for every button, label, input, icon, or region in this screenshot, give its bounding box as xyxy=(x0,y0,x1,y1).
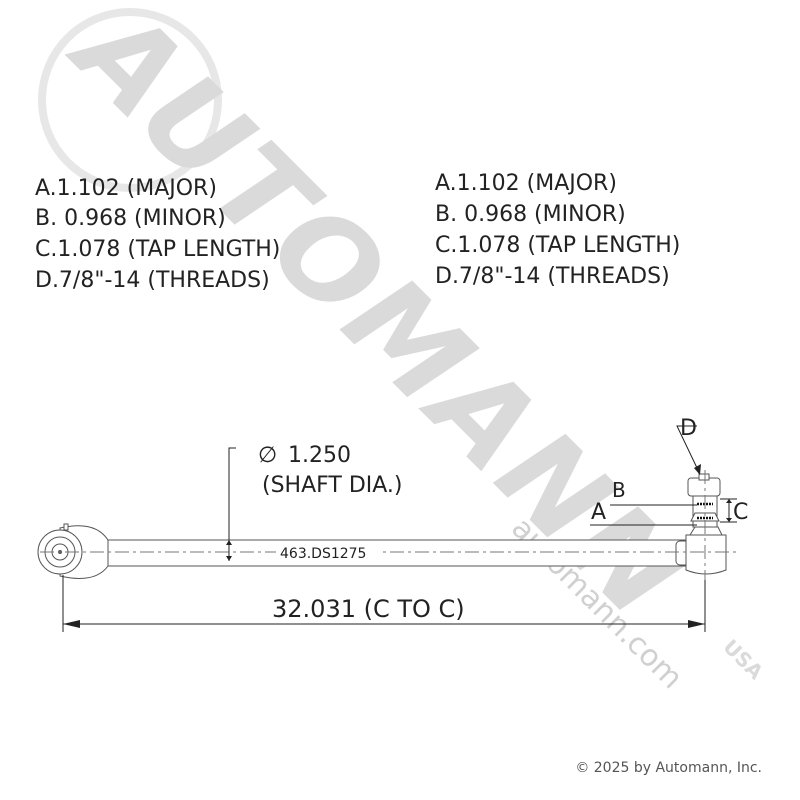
callouts: D B A C xyxy=(590,416,748,526)
length-dimension: 32.031 (C TO C) xyxy=(62,575,706,632)
spec-d: D.7/8"-14 (THREADS) xyxy=(35,268,270,293)
right-socket-housing xyxy=(685,534,727,575)
spec-a: A.1.102 (MAJOR) xyxy=(35,176,217,201)
shaft-diameter-dimension: ∅ 1.250 (SHAFT DIA.) xyxy=(226,443,403,561)
shaft xyxy=(104,539,691,567)
specs-right: A.1.102 (MAJOR) B. 0.968 (MINOR) C.1.078… xyxy=(435,171,680,289)
spec-c: C.1.078 (TAP LENGTH) xyxy=(435,233,680,258)
callout-c: C xyxy=(733,500,748,525)
watermark-suffix: USA xyxy=(718,635,768,685)
spec-b: B. 0.968 (MINOR) xyxy=(35,206,226,231)
copyright: © 2025 by Automann, Inc. xyxy=(575,760,762,776)
part-number: 463.DS1275 xyxy=(280,546,366,562)
automann-watermark: AUTOMANN USA automann.com xyxy=(38,0,768,696)
callout-b: B xyxy=(612,478,626,502)
spec-a: A.1.102 (MAJOR) xyxy=(435,171,617,196)
callout-a: A xyxy=(591,500,606,525)
tie-rod-assembly xyxy=(37,470,740,580)
spec-d: D.7/8"-14 (THREADS) xyxy=(435,264,670,289)
spec-b: B. 0.968 (MINOR) xyxy=(435,202,626,227)
specs-left: A.1.102 (MAJOR) B. 0.968 (MINOR) C.1.078… xyxy=(35,176,280,293)
diameter-symbol: ∅ xyxy=(258,443,277,468)
length-label: 32.031 (C TO C) xyxy=(272,595,465,623)
spec-c: C.1.078 (TAP LENGTH) xyxy=(35,237,280,262)
castle-nut xyxy=(687,477,721,497)
callout-d: D xyxy=(680,416,697,441)
shaft-dia-label: (SHAFT DIA.) xyxy=(262,473,403,498)
shaft-dia-value: 1.250 xyxy=(288,443,351,468)
